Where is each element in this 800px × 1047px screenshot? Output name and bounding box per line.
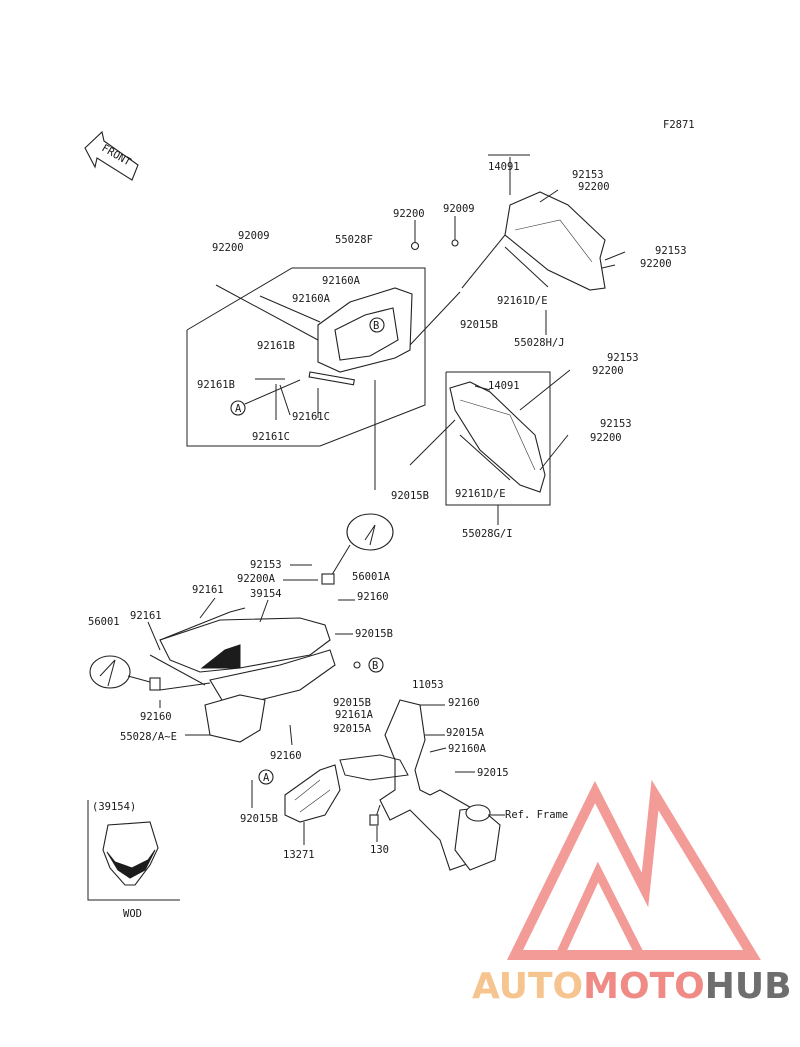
part-number-label: 13271: [283, 849, 315, 861]
front-arrow-icon: FRONT: [84, 130, 139, 181]
part-number-label: 92015B: [355, 628, 393, 640]
part-number-label: (39154): [92, 801, 136, 813]
watermark-text: AUTOMOTOHUB: [472, 966, 792, 1007]
part-number-label: 92161D/E: [455, 488, 506, 500]
part-number-label: 92160: [270, 750, 302, 762]
part-number-label: A: [263, 772, 270, 784]
part-number-label: 92160: [357, 591, 389, 603]
part-number-label: 92015B: [391, 490, 429, 502]
middle-right-fairing: [409, 369, 571, 525]
part-number-label: B: [372, 660, 378, 672]
stay-bracket: [339, 699, 505, 871]
part-number-label: 92200: [578, 181, 610, 193]
part-number-label: 92161: [130, 610, 162, 622]
part-number-label: B: [373, 320, 379, 332]
part-number-label: 92161B: [197, 379, 235, 391]
part-number-label: 92200: [212, 242, 244, 254]
part-number-label: 92015A: [333, 723, 372, 735]
part-number-label: 14091: [488, 161, 520, 173]
right-mirror: [321, 513, 394, 585]
part-number-label: 92161A: [335, 709, 374, 721]
upper-panel-group: B A: [186, 267, 426, 447]
figure-code: F2871: [663, 119, 695, 131]
part-number-label: 92161C: [292, 411, 330, 423]
part-number-label: 92200: [590, 432, 622, 444]
part-number-label: 92161B: [257, 340, 295, 352]
watermark-logo: [506, 779, 761, 960]
part-number-label: 92153: [655, 245, 687, 257]
variant-box: [87, 800, 180, 901]
part-number-label: 56001: [88, 616, 120, 628]
part-number-label: 55028F: [335, 234, 373, 246]
part-number-label: 92015A: [446, 727, 485, 739]
part-number-label: 92153: [572, 169, 604, 181]
part-number-label: 92015B: [240, 813, 278, 825]
part-number-label: 92015: [477, 767, 509, 779]
part-number-label: 55028/A~E: [120, 731, 177, 743]
upper-cowl: [149, 607, 336, 743]
part-number-label: 92160A: [292, 293, 331, 305]
part-number-label: 92160A: [322, 275, 361, 287]
part-number-label: A: [235, 403, 242, 415]
part-number-label: 92009: [238, 230, 270, 242]
part-number-label: 92200: [393, 208, 425, 220]
left-mirror: [89, 655, 161, 691]
part-number-label: 55028G/I: [462, 528, 513, 540]
part-number-label: 92153: [607, 352, 639, 364]
part-number-label: 92161D/E: [497, 295, 548, 307]
part-number-label: 92153: [250, 559, 282, 571]
part-number-label: 92015B: [460, 319, 498, 331]
part-number-label: 56001A: [352, 571, 391, 583]
part-number-label: 92200: [592, 365, 624, 377]
part-number-label: 92161C: [252, 431, 290, 443]
part-number-label: 92160: [448, 697, 480, 709]
air-duct: [284, 764, 341, 845]
part-number-label: 39154: [250, 588, 282, 600]
part-number-label: 130: [370, 844, 389, 856]
part-number-label: 14091: [488, 380, 520, 392]
part-number-label: 92160A: [448, 743, 487, 755]
part-number-label: 11053: [412, 679, 444, 691]
part-number-label: Ref. Frame: [505, 809, 568, 821]
part-number-label: 92161: [192, 584, 224, 596]
part-number-label: 92200: [640, 258, 672, 270]
part-number-label: 92015B: [333, 697, 371, 709]
part-number-label: 92200A: [237, 573, 276, 585]
upper-right-fairing: [461, 154, 626, 335]
part-number-label: 92009: [443, 203, 475, 215]
part-number-label: 92160: [140, 711, 172, 723]
part-number-label: 55028H/J: [514, 337, 565, 349]
part-number-label: 92153: [600, 418, 632, 430]
part-number-label: WOD: [123, 908, 142, 920]
